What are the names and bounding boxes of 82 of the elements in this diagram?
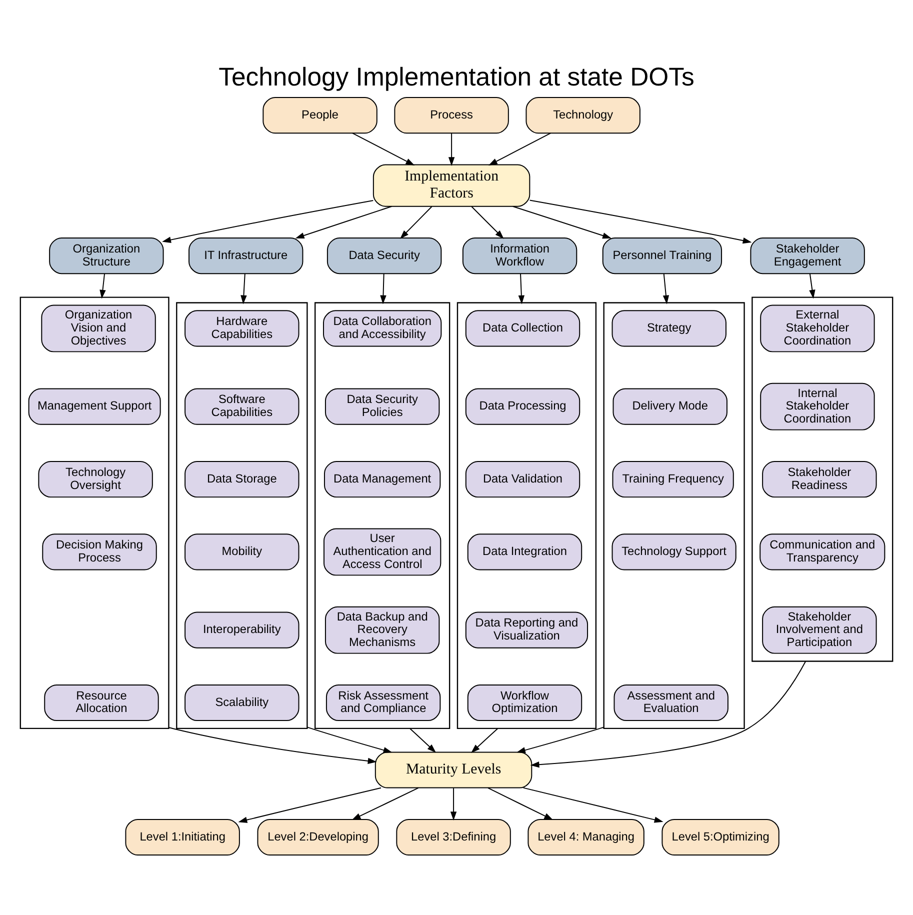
node-box: Hardware Capabilities — [184, 310, 300, 346]
cluster — [752, 296, 894, 662]
arrow — [352, 786, 419, 820]
node-box: Data Collaboration and Accessibility — [323, 310, 442, 346]
node-box: Mobility — [184, 533, 300, 570]
node-box: Level 5:Optimizing — [662, 818, 780, 856]
node-box: Training Frequency — [612, 460, 734, 498]
node-box: Personnel Training — [602, 236, 722, 274]
node-box: Data Security Policies — [324, 388, 440, 424]
arrow — [522, 786, 664, 822]
node-box: IT Infrastructure — [188, 236, 304, 274]
node-box: Level 1:Initiating — [125, 818, 240, 856]
node-box: Level 4: Managing — [528, 818, 644, 856]
node-box: Level 2:Developing — [257, 818, 379, 856]
arrow — [238, 786, 382, 822]
arrow — [240, 272, 247, 304]
arrow — [306, 726, 392, 753]
arrow — [380, 272, 386, 304]
node-box: Data Management — [324, 460, 441, 498]
arrow — [448, 132, 455, 166]
arrow — [530, 660, 806, 768]
node-box: Stakeholder Readiness — [762, 460, 877, 498]
node-box: Software Capabilities — [184, 388, 300, 424]
node-box: Implementation Factors — [372, 164, 530, 206]
node-box: Data Integration — [467, 533, 582, 570]
cluster — [176, 302, 308, 729]
cluster — [20, 296, 170, 729]
node-box: Risk Assessment and Compliance — [326, 684, 441, 721]
node-box: Workflow Optimization — [467, 684, 582, 721]
node-box: Technology — [526, 96, 640, 134]
arrow — [352, 132, 415, 165]
node-box: Process — [394, 96, 509, 134]
node-box: Scalability — [184, 684, 300, 721]
arrow — [409, 727, 436, 752]
node-box: Decision Making Process — [42, 533, 157, 570]
node-box: User Authentication and Access Control — [324, 528, 442, 576]
node-box: Management Support — [28, 388, 161, 424]
node-box: Internal Stakeholder Coordination — [760, 382, 875, 430]
node-box: Technology Support — [612, 533, 736, 570]
arrow — [471, 206, 504, 238]
node-box: Data Reporting and Visualization — [465, 611, 588, 648]
arrow — [450, 787, 457, 820]
arrow — [809, 272, 816, 298]
node-box: Interoperability — [184, 611, 300, 648]
arrow — [488, 786, 554, 820]
node-box: External Stakeholder Coordination — [760, 304, 875, 352]
node-box: Information Workflow — [462, 236, 578, 274]
node-box: Assessment and Evaluation — [614, 684, 728, 721]
arrow — [162, 200, 374, 242]
node-box: Delivery Mode — [612, 388, 728, 424]
arrow — [100, 272, 106, 298]
node-box: Communication and Transparency — [760, 533, 886, 570]
node-box: Data Processing — [465, 388, 580, 424]
node-box: Organization Structure — [49, 236, 164, 274]
node-box: Data Security — [326, 236, 442, 274]
cluster — [456, 302, 597, 729]
arrow — [512, 205, 612, 238]
arrow — [400, 206, 432, 238]
cluster — [603, 302, 745, 729]
arrow — [662, 272, 670, 304]
node-box: Stakeholder Involvement and Participation — [762, 606, 877, 654]
node-box: Resource Allocation — [44, 684, 159, 721]
arrow — [471, 727, 498, 752]
node-box: Level 3:Defining — [396, 818, 511, 856]
node-box: Organization Vision and Objectives — [41, 304, 156, 352]
arrow — [516, 726, 604, 753]
node-box: Technology Oversight — [38, 460, 153, 498]
node-box: Maturity Levels — [374, 751, 532, 788]
node-box: Data Validation — [465, 460, 580, 498]
node-box: Data Collection — [465, 310, 580, 346]
node-box: Stakeholder Engagement — [750, 236, 865, 274]
arrow — [168, 726, 377, 764]
arrow — [518, 272, 525, 304]
arrow — [529, 199, 752, 244]
arrow — [488, 132, 552, 165]
diagram-title: Technology Implementation at state DOTs — [218, 62, 694, 91]
node-box: Strategy — [612, 310, 726, 346]
arrow — [295, 205, 392, 238]
node-box: People — [262, 96, 378, 134]
node-box: Data Backup and Recovery Mechanisms — [324, 606, 440, 654]
cluster — [314, 302, 450, 729]
node-box: Data Storage — [184, 460, 300, 498]
